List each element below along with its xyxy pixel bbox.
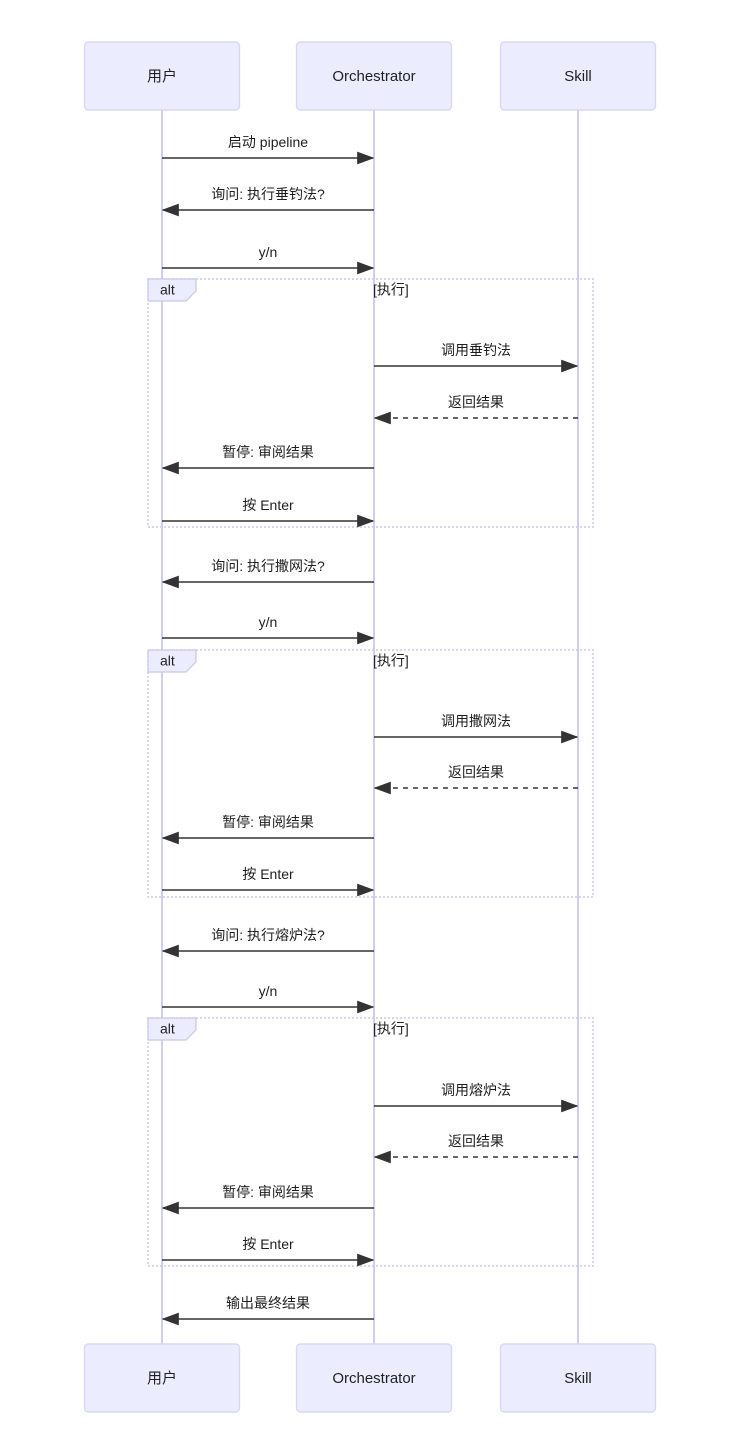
message-label: 询问: 执行垂钓法? bbox=[211, 186, 325, 202]
message-label: 按 Enter bbox=[242, 866, 294, 882]
message-label: 输出最终结果 bbox=[226, 1295, 310, 1311]
alt-condition-label: [执行] bbox=[373, 653, 409, 669]
alt-tab-label: alt bbox=[160, 1021, 175, 1037]
message-label: 按 Enter bbox=[242, 1236, 294, 1252]
message-label: 按 Enter bbox=[242, 497, 294, 513]
participant-box-orchestrator-top[interactable] bbox=[295, 41, 453, 111]
message-label: 返回结果 bbox=[448, 764, 504, 780]
message-label: 调用熔炉法 bbox=[441, 1082, 511, 1098]
alt-condition-label: [执行] bbox=[373, 1021, 409, 1037]
message-label: 暂停: 审阅结果 bbox=[222, 814, 314, 830]
participant-label-orchestrator-top: Orchestrator bbox=[332, 68, 415, 85]
lifelines-group bbox=[161, 110, 579, 1344]
message-label: 返回结果 bbox=[448, 1133, 504, 1149]
participant-box-user-top[interactable] bbox=[83, 41, 241, 111]
participant-box-skill-top[interactable] bbox=[499, 41, 657, 111]
message-label: 调用撒网法 bbox=[441, 713, 511, 729]
alt-tab bbox=[147, 278, 197, 302]
alt-condition-label: [执行] bbox=[373, 282, 409, 298]
participant-box-orchestrator-bottom[interactable] bbox=[295, 1343, 453, 1413]
alt-tab bbox=[147, 649, 197, 673]
message-label: 调用垂钓法 bbox=[441, 342, 511, 358]
message-label: 返回结果 bbox=[448, 394, 504, 410]
participant-box-skill-bottom[interactable] bbox=[499, 1343, 657, 1413]
message-label: 暂停: 审阅结果 bbox=[222, 444, 314, 460]
alt-frame bbox=[147, 278, 594, 528]
message-label: y/n bbox=[259, 244, 278, 260]
message-label: y/n bbox=[259, 614, 278, 630]
alt-tab-label: alt bbox=[160, 282, 175, 298]
participant-label-skill-top: Skill bbox=[564, 68, 592, 85]
participant-label-skill-bottom: Skill bbox=[564, 1370, 592, 1387]
participant-label-orchestrator-bottom: Orchestrator bbox=[332, 1370, 415, 1387]
message-label: 启动 pipeline bbox=[228, 134, 308, 150]
message-label: 暂停: 审阅结果 bbox=[222, 1184, 314, 1200]
alt-frame bbox=[147, 1017, 594, 1267]
participant-label-user-bottom: 用户 bbox=[147, 1370, 177, 1387]
message-label: 询问: 执行撒网法? bbox=[211, 558, 325, 574]
fragments-group: alt [执行] alt [执行] alt [执行] bbox=[147, 278, 594, 1267]
alt-tab bbox=[147, 1017, 197, 1041]
alt-frame bbox=[147, 649, 594, 898]
participant-label-user-top: 用户 bbox=[147, 68, 177, 85]
alt-tab-label: alt bbox=[160, 653, 175, 669]
message-label: y/n bbox=[259, 983, 278, 999]
participant-box-user-bottom[interactable] bbox=[83, 1343, 241, 1413]
message-label: 询问: 执行熔炉法? bbox=[211, 927, 325, 943]
